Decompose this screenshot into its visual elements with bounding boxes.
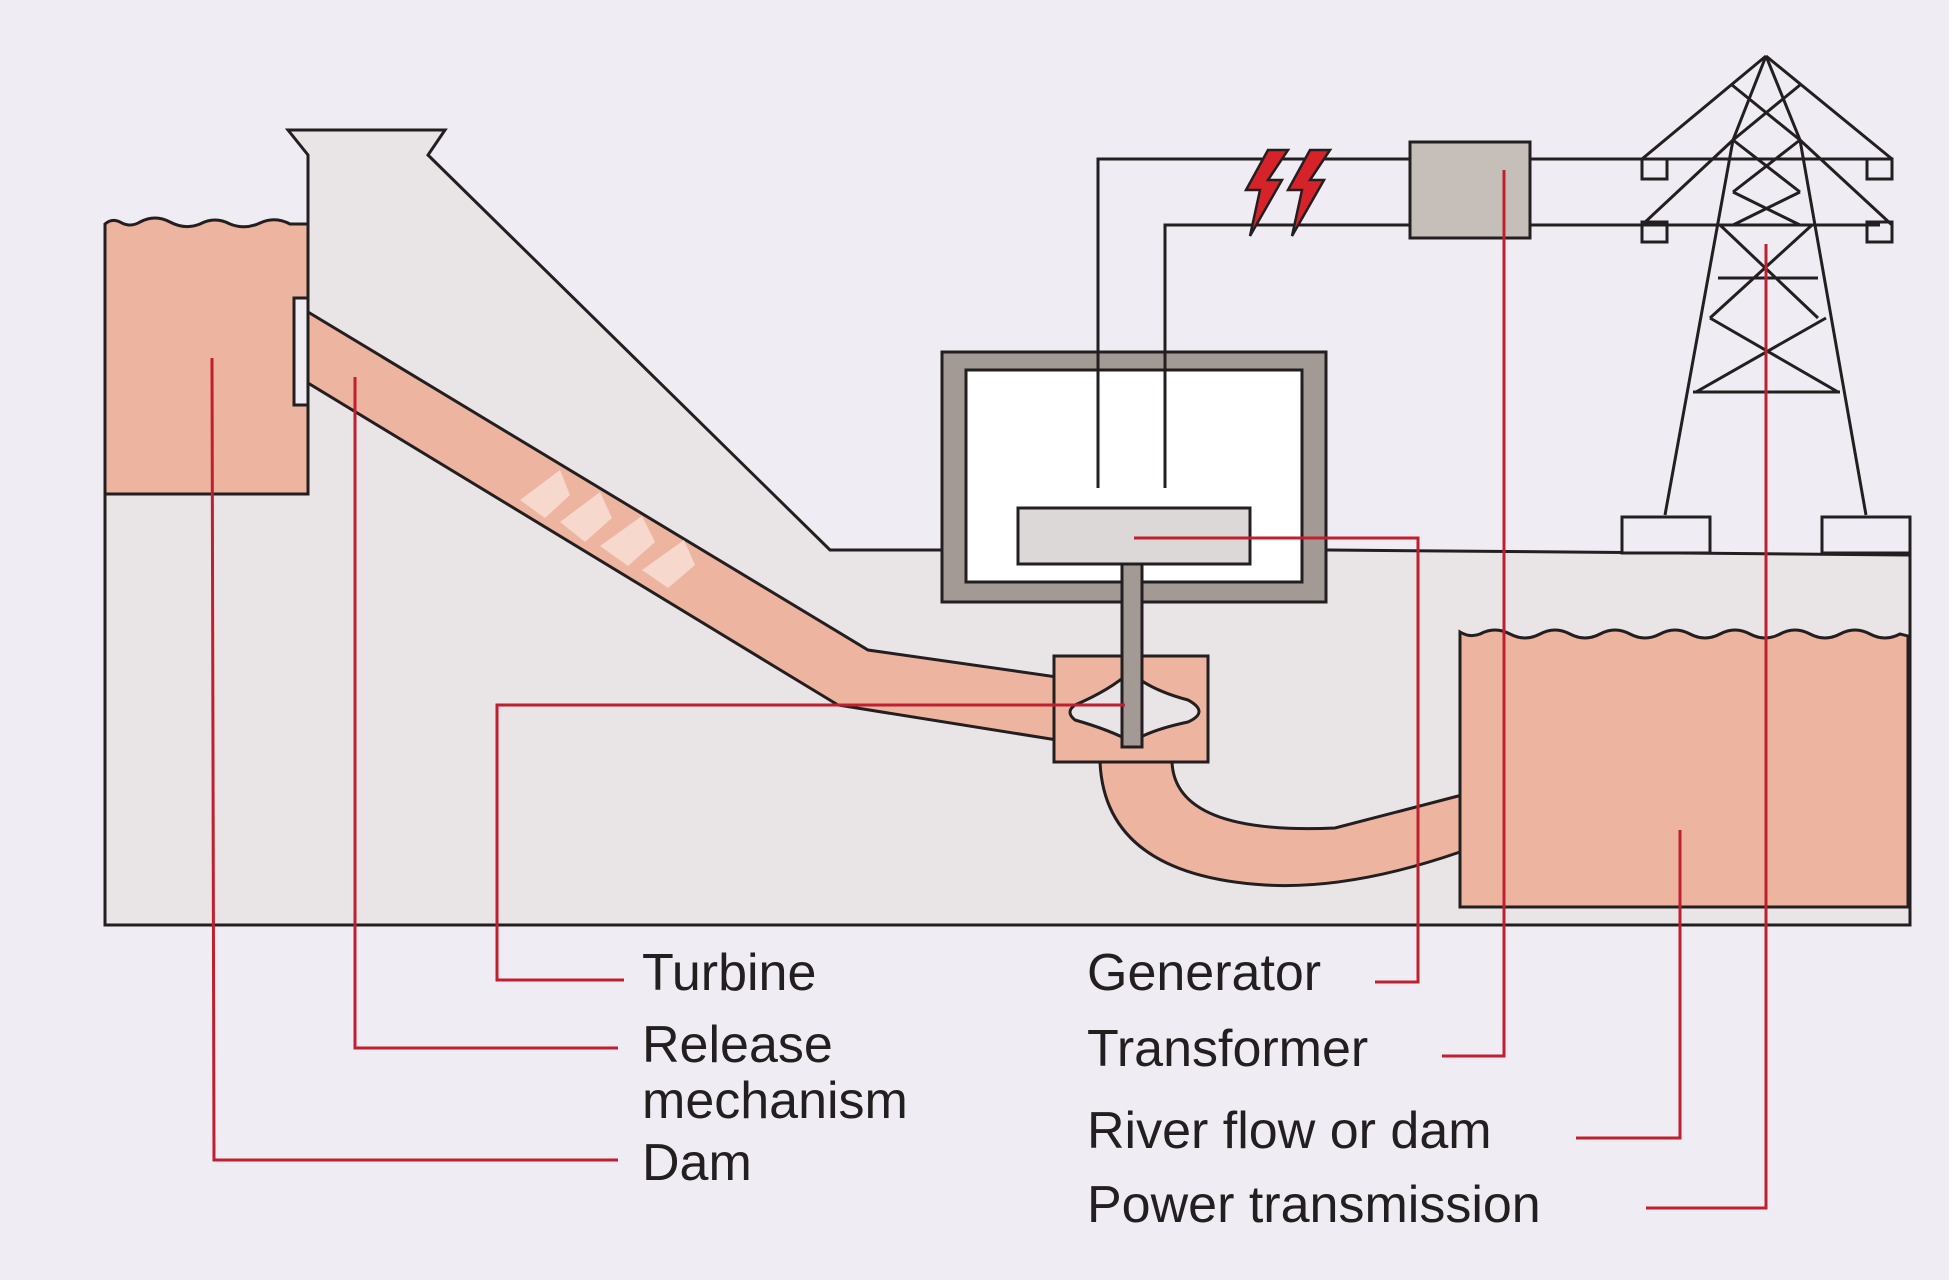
label-generator: Generator (1087, 944, 1321, 1002)
label-power-transmission: Power transmission (1087, 1176, 1541, 1234)
label-transformer: Transformer (1087, 1020, 1368, 1078)
lightning-bolt-icon (1243, 148, 1333, 237)
tailrace-channel (1098, 760, 1464, 888)
label-release-line2: mechanism (642, 1072, 908, 1130)
reservoir-water (103, 216, 310, 496)
flow-chevrons (520, 470, 695, 588)
leader-lines (210, 170, 1768, 1210)
label-dam: Dam (642, 1134, 752, 1192)
turbine-shaft (1120, 562, 1144, 749)
river-water (1458, 628, 1910, 909)
release-gate (292, 296, 310, 407)
transformer-box (1408, 140, 1532, 240)
generator-rotor (1016, 506, 1252, 566)
label-release-line1: Release (642, 1016, 833, 1074)
transmission-tower-icon (1620, 54, 1912, 555)
label-river-flow: River flow or dam (1087, 1102, 1492, 1160)
label-turbine: Turbine (642, 944, 816, 1002)
